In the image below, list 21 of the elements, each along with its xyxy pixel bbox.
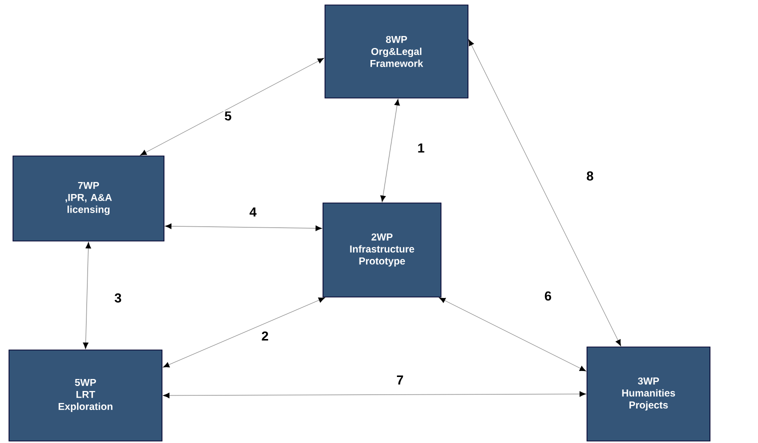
edge-label: 5 bbox=[223, 110, 233, 122]
edge-label: 1 bbox=[416, 142, 426, 154]
process-box: 3WP Humanities Projects bbox=[586, 346, 710, 442]
process-box: 7WP ,IPR, A&A licensing bbox=[12, 156, 164, 242]
arrow bbox=[468, 39, 621, 346]
arrow bbox=[165, 223, 322, 232]
arrow bbox=[439, 298, 586, 372]
edge-label: 2 bbox=[260, 330, 270, 342]
arrow bbox=[82, 242, 92, 349]
edge-label: 7 bbox=[395, 374, 405, 386]
process-box: 8WP Org&Legal Framework bbox=[324, 4, 468, 98]
arrow bbox=[163, 297, 325, 368]
edge-label: 6 bbox=[543, 290, 553, 302]
edge-label: 3 bbox=[113, 292, 123, 304]
arrow bbox=[163, 391, 586, 398]
process-box: 5WP LRT Exploration bbox=[8, 350, 162, 442]
arrow bbox=[140, 58, 324, 156]
process-box: 2WP Infrastructure Prototype bbox=[322, 202, 442, 298]
arrow bbox=[380, 99, 400, 202]
edge-label: 8 bbox=[585, 170, 595, 182]
edge-label: 4 bbox=[248, 206, 258, 218]
